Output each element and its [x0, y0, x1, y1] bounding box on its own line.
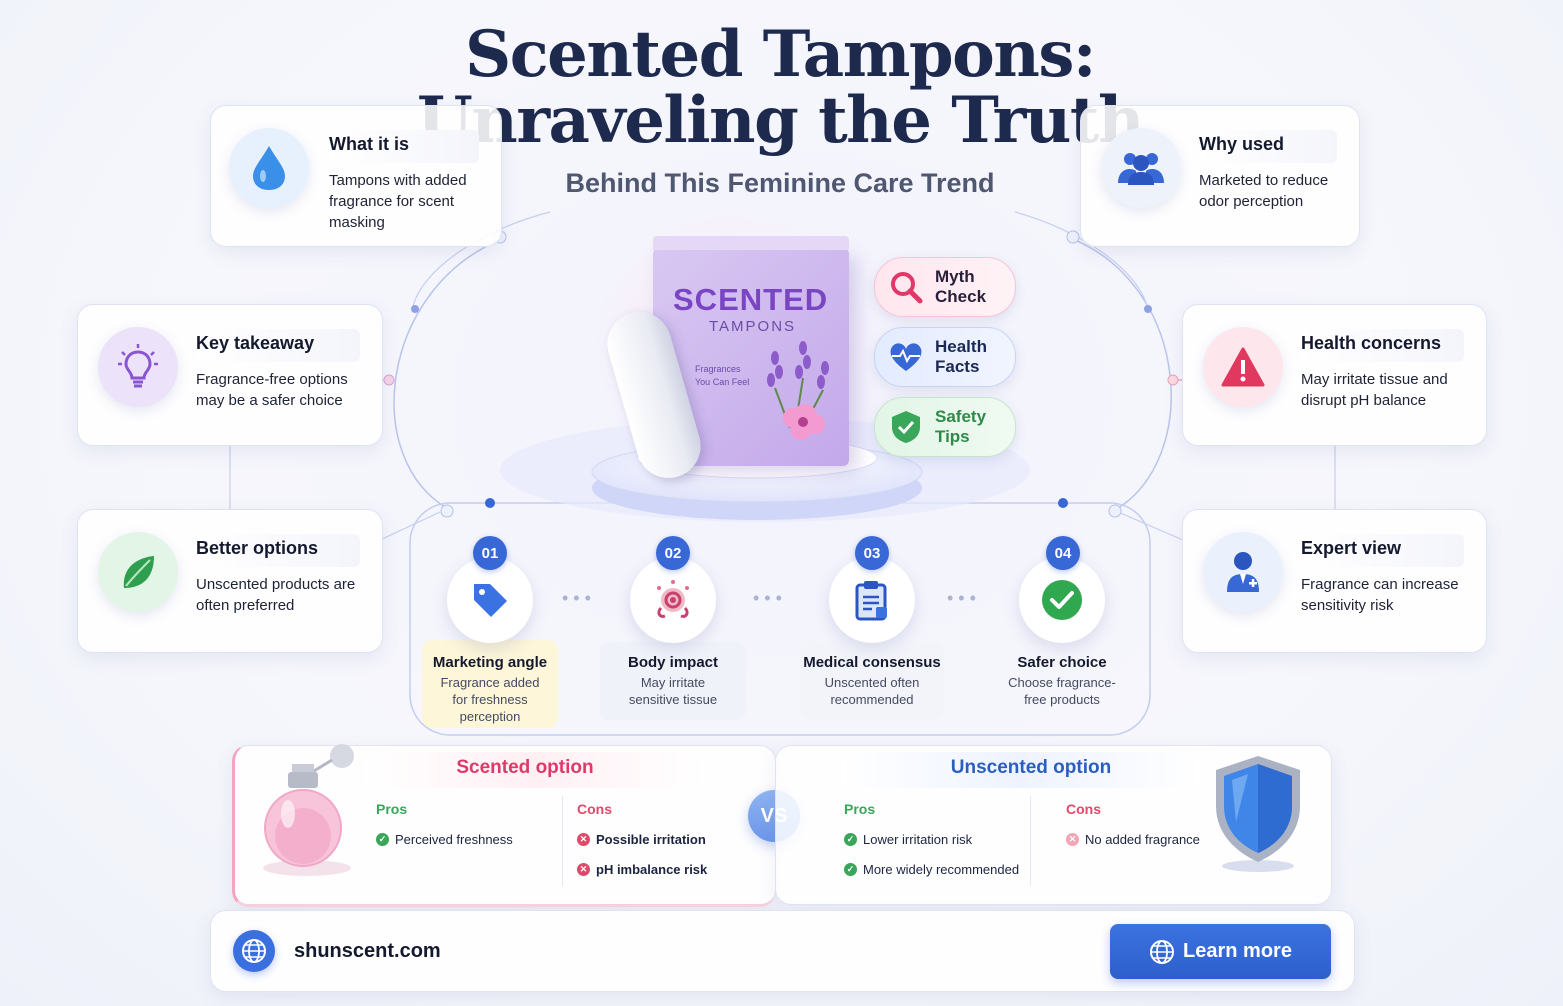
card-health-text: May irritate tissue and disrupt pH balan…	[1301, 371, 1448, 409]
step-3-number: 03	[855, 536, 889, 570]
step-dots-3: •••	[947, 588, 981, 608]
step-1-desc: Fragrance added for freshness perception	[440, 675, 540, 724]
product-brand-text: SCENTED	[673, 282, 829, 317]
card-what-text: Tampons with added fragrance for scent m…	[329, 172, 467, 231]
card-expert-text: Fragrance can increase sensitivity risk	[1301, 576, 1459, 614]
card-what-title: What it is	[329, 130, 479, 163]
scented-pro-1: ✓Perceived freshness	[376, 832, 513, 847]
health-facts-label: Health Facts	[935, 337, 987, 376]
scented-heading: Scented option	[456, 757, 594, 778]
step-4-text: Safer choice Choose fragrance-free produ…	[977, 648, 1147, 708]
unscented-cons-label: Cons	[1066, 801, 1101, 817]
scented-cons-label: Cons	[577, 801, 612, 817]
step-dots-2: •••	[753, 588, 787, 608]
body-target-icon	[657, 580, 689, 618]
step-2-circle	[630, 557, 716, 643]
scented-con-2: ✕pH imbalance risk	[577, 862, 707, 877]
learn-more-button[interactable]: Learn more	[1110, 924, 1331, 979]
magnifier-icon	[891, 272, 923, 304]
footer-site-link[interactable]: shunscent.com	[294, 940, 441, 962]
step-1-title: Marketing angle	[432, 654, 548, 671]
perfume-bottle-icon	[263, 744, 354, 876]
safety-tips-pill[interactable]: Safety Tips	[874, 397, 1016, 457]
page-title: Scented Tampons: Unraveling the Truth	[380, 22, 1180, 154]
card-expert-view: Expert view Fragrance can increase sensi…	[1182, 509, 1487, 653]
unscented-divider	[1030, 796, 1031, 886]
card-better-text: Unscented products are often preferred	[196, 576, 356, 614]
card-why-text: Marketed to reduce odor perception	[1199, 172, 1329, 210]
unscented-con-1: ✕No added fragrance	[1066, 832, 1200, 847]
step-1-circle	[447, 557, 533, 643]
product-sub-text: TAMPONS	[709, 318, 797, 335]
card-why-title: Why used	[1199, 130, 1337, 163]
health-facts-pill[interactable]: Health Facts	[874, 327, 1016, 387]
step-4-desc: Choose fragrance-free products	[1008, 675, 1116, 707]
globe-icon	[1150, 939, 1175, 964]
title-line-2: Unraveling the Truth	[416, 83, 1145, 158]
unscented-pro-1: ✓Lower irritation risk	[844, 832, 972, 847]
unscented-pro-2: ✓More widely recommended	[844, 862, 1019, 877]
step-4-circle	[1019, 557, 1105, 643]
page-subtitle: Behind This Feminine Care Trend	[565, 168, 995, 198]
step-2-title: Body impact	[627, 654, 718, 671]
unscented-heading: Unscented option	[950, 757, 1112, 778]
step-3-title: Medical consensus	[803, 654, 941, 671]
step-3-circle	[829, 557, 915, 643]
heart-pulse-icon	[890, 343, 922, 371]
unscented-heading-bg	[841, 752, 1201, 788]
unscented-pros-label: Pros	[844, 801, 876, 817]
safety-tips-label: Safety Tips	[935, 407, 987, 446]
water-drop-icon	[253, 146, 285, 190]
card-takeaway-title: Key takeaway	[196, 329, 360, 362]
step-2-text: Body impact May irritate sensitive tissu…	[588, 648, 758, 708]
learn-more-label: Learn more	[1183, 940, 1292, 962]
step-3-text: Medical consensus Unscented often recomm…	[787, 648, 957, 708]
card-health-concerns: Health concerns May irritate tissue and …	[1182, 304, 1487, 446]
price-tag-icon	[474, 584, 507, 617]
myth-check-pill[interactable]: Myth Check	[874, 257, 1016, 317]
blue-shield-icon	[1216, 756, 1300, 872]
card-better-options: Better options Unscented products are of…	[77, 509, 383, 653]
doctor-icon	[1227, 552, 1259, 592]
shield-check-icon	[892, 411, 920, 443]
warning-triangle-icon	[1221, 347, 1265, 387]
card-health-title: Health concerns	[1301, 329, 1464, 362]
leaf-icon	[123, 556, 154, 588]
card-why-used: Why used Marketed to reduce odor percept…	[1080, 105, 1360, 247]
scented-con-1: ✕Possible irritation	[577, 832, 706, 847]
step-2-number: 02	[656, 536, 690, 570]
product-small-text-2: You Can Feel	[695, 377, 750, 387]
myth-check-label: Myth Check	[935, 267, 987, 306]
card-expert-title: Expert view	[1301, 534, 1464, 567]
scented-pros-label: Pros	[376, 801, 408, 817]
step-4-title: Safer choice	[1017, 654, 1107, 671]
scented-heading-bg	[365, 752, 705, 788]
product-box-top	[653, 236, 849, 250]
card-better-title: Better options	[196, 534, 360, 567]
users-group-icon	[1118, 153, 1164, 185]
step-3-desc: Unscented often recommended	[824, 675, 920, 707]
title-line-1: Scented Tampons:	[464, 17, 1097, 92]
card-takeaway-text: Fragrance-free options may be a safer ch…	[196, 371, 348, 409]
product-small-text-1: Fragrances	[695, 364, 741, 374]
lightbulb-icon	[118, 344, 158, 388]
card-key-takeaway: Key takeaway Fragrance-free options may …	[77, 304, 383, 446]
globe-icon[interactable]	[233, 930, 275, 972]
card-what-it-is: What it is Tampons with added fragrance …	[210, 105, 502, 247]
step-highlight	[422, 640, 558, 728]
globe-icon-svg	[242, 939, 266, 963]
step-highlight-3	[800, 642, 944, 720]
check-circle-icon	[1042, 580, 1082, 620]
step-dots-1: •••	[562, 588, 596, 608]
step-2-desc: May irritate sensitive tissue	[628, 675, 718, 707]
step-1-text: Marketing angle Fragrance added for fres…	[405, 648, 575, 725]
scented-divider	[562, 796, 563, 886]
lavender-flower-icon	[767, 341, 829, 440]
step-highlight-2	[600, 642, 746, 720]
step-4-number: 04	[1046, 536, 1080, 570]
clipboard-icon	[855, 581, 887, 621]
step-1-number: 01	[473, 536, 507, 570]
